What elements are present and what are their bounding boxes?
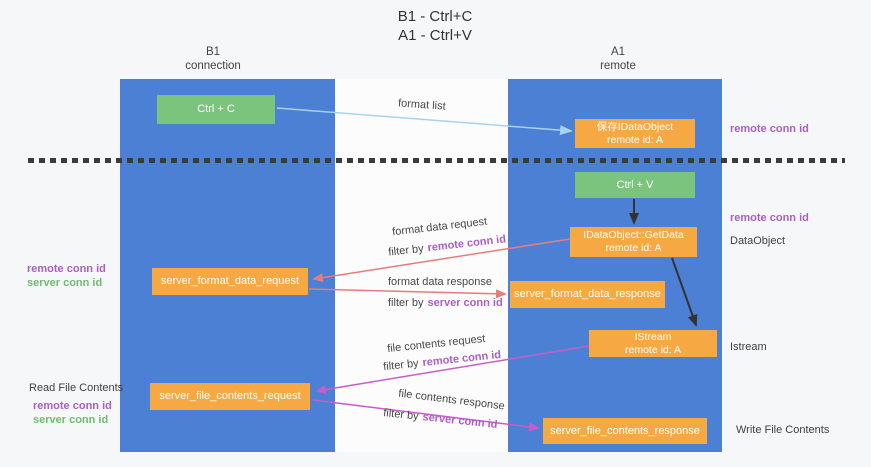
node-server-file-contents-request-label: server_file_contents_request	[159, 390, 301, 402]
node-server-file-contents-response-label: server_file_contents_response	[550, 424, 700, 437]
filter-by-text: filter by	[388, 297, 424, 309]
node-ctrl-v: Ctrl + V	[575, 172, 695, 198]
side-label-dataobject: DataObject	[730, 235, 786, 247]
diagram-title: B1 - Ctrl+C A1 - Ctrl+V	[330, 7, 540, 45]
side-label-read-file-contents: Read File Contents	[29, 382, 124, 394]
node-save-idataobject: 保存IDataObject remote id: A	[575, 119, 695, 148]
lifeline-a1-name: A1	[610, 46, 626, 58]
label-format-data-response: format data response	[388, 276, 492, 288]
side-label-remote-conn-id-left-bottom: remote conn id	[33, 400, 112, 412]
node-server-file-contents-response: server_file_contents_response	[543, 418, 707, 444]
side-label-remote-conn-id-left: remote conn id	[27, 263, 106, 275]
node-istream-line1: IStream	[634, 330, 672, 343]
node-server-format-data-request: server_format_data_request	[152, 268, 308, 295]
side-label-server-conn-id-left: server conn id	[27, 277, 103, 289]
lifeline-a1-header: A1 remote	[558, 45, 678, 73]
server-conn-id-text: server conn id	[427, 297, 503, 309]
node-ctrl-v-label: Ctrl + V	[616, 178, 654, 191]
node-server-format-data-response-label: server_format_data_response	[514, 288, 661, 300]
side-label-remote-conn-id-mid: remote conn id	[730, 212, 809, 224]
title-line-2: A1 - Ctrl+V	[398, 27, 472, 44]
node-save-idataobject-line1: 保存IDataObject	[596, 120, 674, 133]
node-idataobject-getdata-line2: remote id: A	[605, 242, 662, 254]
lifeline-a1-role: remote	[600, 60, 636, 72]
node-ctrl-c: Ctrl + C	[157, 95, 275, 124]
side-label-remote-conn-id-top: remote conn id	[730, 123, 809, 135]
node-idataobject-getdata: IDataObject::GetData remote id: A	[570, 227, 697, 257]
session-separator-dashed-line	[28, 158, 845, 163]
node-idataobject-getdata-line1: IDataObject::GetData	[583, 229, 684, 241]
side-label-write-file-contents: Write File Contents	[736, 424, 830, 436]
lifeline-b1-role: connection	[185, 60, 241, 72]
node-istream-line2: remote id: A	[624, 343, 682, 356]
node-server-format-data-response: server_format_data_response	[510, 281, 665, 308]
node-server-format-data-request-label: server_format_data_request	[160, 275, 300, 287]
lifeline-b1-name: B1	[205, 46, 221, 58]
node-server-file-contents-request: server_file_contents_request	[150, 383, 310, 410]
node-ctrl-c-label: Ctrl + C	[197, 103, 235, 115]
side-label-left-conn-ids-bottom: remote conn id server conn id	[33, 399, 112, 427]
node-save-idataobject-line2: remote id: A	[606, 133, 664, 146]
node-istream: IStream remote id: A	[589, 330, 717, 357]
side-label-server-conn-id-left-bottom: server conn id	[33, 414, 109, 426]
side-label-istream: Istream	[730, 341, 767, 353]
lifeline-b1-header: B1 connection	[153, 45, 273, 73]
title-line-1: B1 - Ctrl+C	[397, 8, 473, 25]
side-label-left-conn-ids: remote conn id server conn id	[27, 262, 106, 290]
